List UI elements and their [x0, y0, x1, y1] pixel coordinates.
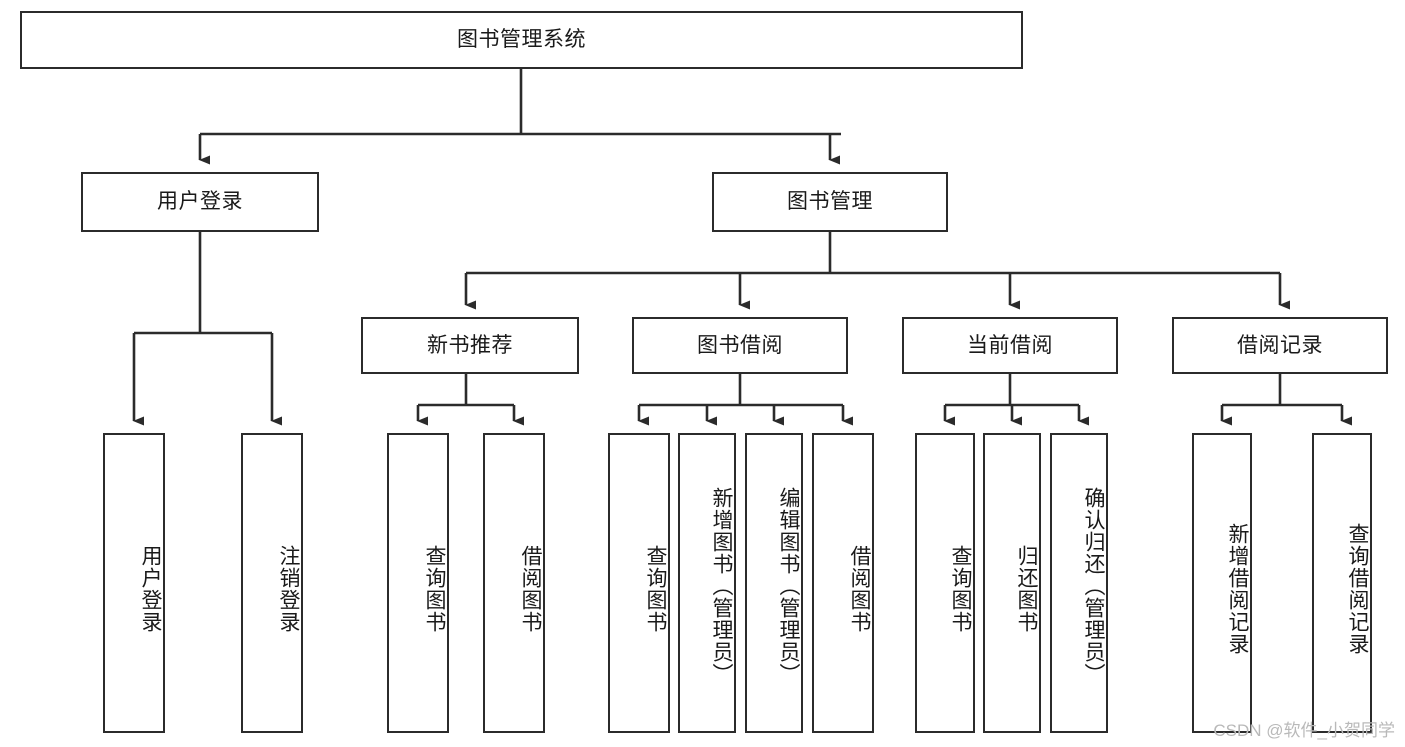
node-leaf-borrow-book-label: 借阅图书: [848, 545, 871, 633]
node-leaf-return-book[interactable]: 归还图书: [983, 433, 1041, 733]
node-root-label: 图书管理系统: [457, 28, 586, 52]
node-leaf-recommend-borrow-book-label: 借阅图书: [519, 545, 542, 633]
node-root[interactable]: 图书管理系统: [20, 11, 1023, 69]
node-new-book-recommend-label: 新书推荐: [427, 333, 513, 357]
node-leaf-edit-book-admin[interactable]: 编辑图书（管理员）: [745, 433, 803, 733]
node-leaf-edit-book-admin-label: 编辑图书（管理员）: [777, 487, 800, 685]
node-leaf-recommend-borrow-book[interactable]: 借阅图书: [483, 433, 545, 733]
csdn-watermark: CSDN @软件_小贺同学: [1213, 721, 1395, 740]
node-leaf-recommend-query-book-label: 查询图书: [423, 545, 446, 633]
node-leaf-borrow-query-book-label: 查询图书: [644, 545, 667, 633]
node-leaf-confirm-return-admin[interactable]: 确认归还（管理员）: [1050, 433, 1108, 733]
node-leaf-current-query-book-label: 查询图书: [949, 545, 972, 633]
node-leaf-recommend-query-book[interactable]: 查询图书: [387, 433, 449, 733]
node-leaf-borrow-query-book[interactable]: 查询图书: [608, 433, 670, 733]
node-book-manage-label: 图书管理: [787, 190, 873, 214]
node-leaf-borrow-book[interactable]: 借阅图书: [812, 433, 874, 733]
node-leaf-user-login-label: 用户登录: [139, 545, 162, 633]
node-leaf-user-logout[interactable]: 注销登录: [241, 433, 303, 733]
node-leaf-user-logout-label: 注销登录: [277, 545, 300, 633]
node-book-borrow-label: 图书借阅: [697, 333, 783, 357]
node-borrow-record-label: 借阅记录: [1237, 333, 1323, 357]
node-borrow-record[interactable]: 借阅记录: [1172, 317, 1388, 374]
node-book-borrow[interactable]: 图书借阅: [632, 317, 848, 374]
node-leaf-add-book-admin[interactable]: 新增图书（管理员）: [678, 433, 736, 733]
node-leaf-current-query-book[interactable]: 查询图书: [915, 433, 975, 733]
node-leaf-query-borrow-record-label: 查询借阅记录: [1346, 523, 1369, 655]
node-leaf-confirm-return-admin-label: 确认归还（管理员）: [1082, 487, 1105, 685]
node-leaf-add-book-admin-label: 新增图书（管理员）: [710, 487, 733, 685]
node-new-book-recommend[interactable]: 新书推荐: [361, 317, 579, 374]
node-leaf-query-borrow-record[interactable]: 查询借阅记录: [1312, 433, 1372, 733]
node-user-login[interactable]: 用户登录: [81, 172, 319, 232]
node-book-manage[interactable]: 图书管理: [712, 172, 948, 232]
node-leaf-user-login[interactable]: 用户登录: [103, 433, 165, 733]
node-user-login-label: 用户登录: [157, 190, 243, 214]
node-leaf-return-book-label: 归还图书: [1015, 545, 1038, 633]
node-leaf-add-borrow-record-label: 新增借阅记录: [1226, 523, 1249, 655]
node-current-borrow[interactable]: 当前借阅: [902, 317, 1118, 374]
node-leaf-add-borrow-record[interactable]: 新增借阅记录: [1192, 433, 1252, 733]
node-current-borrow-label: 当前借阅: [967, 333, 1053, 357]
